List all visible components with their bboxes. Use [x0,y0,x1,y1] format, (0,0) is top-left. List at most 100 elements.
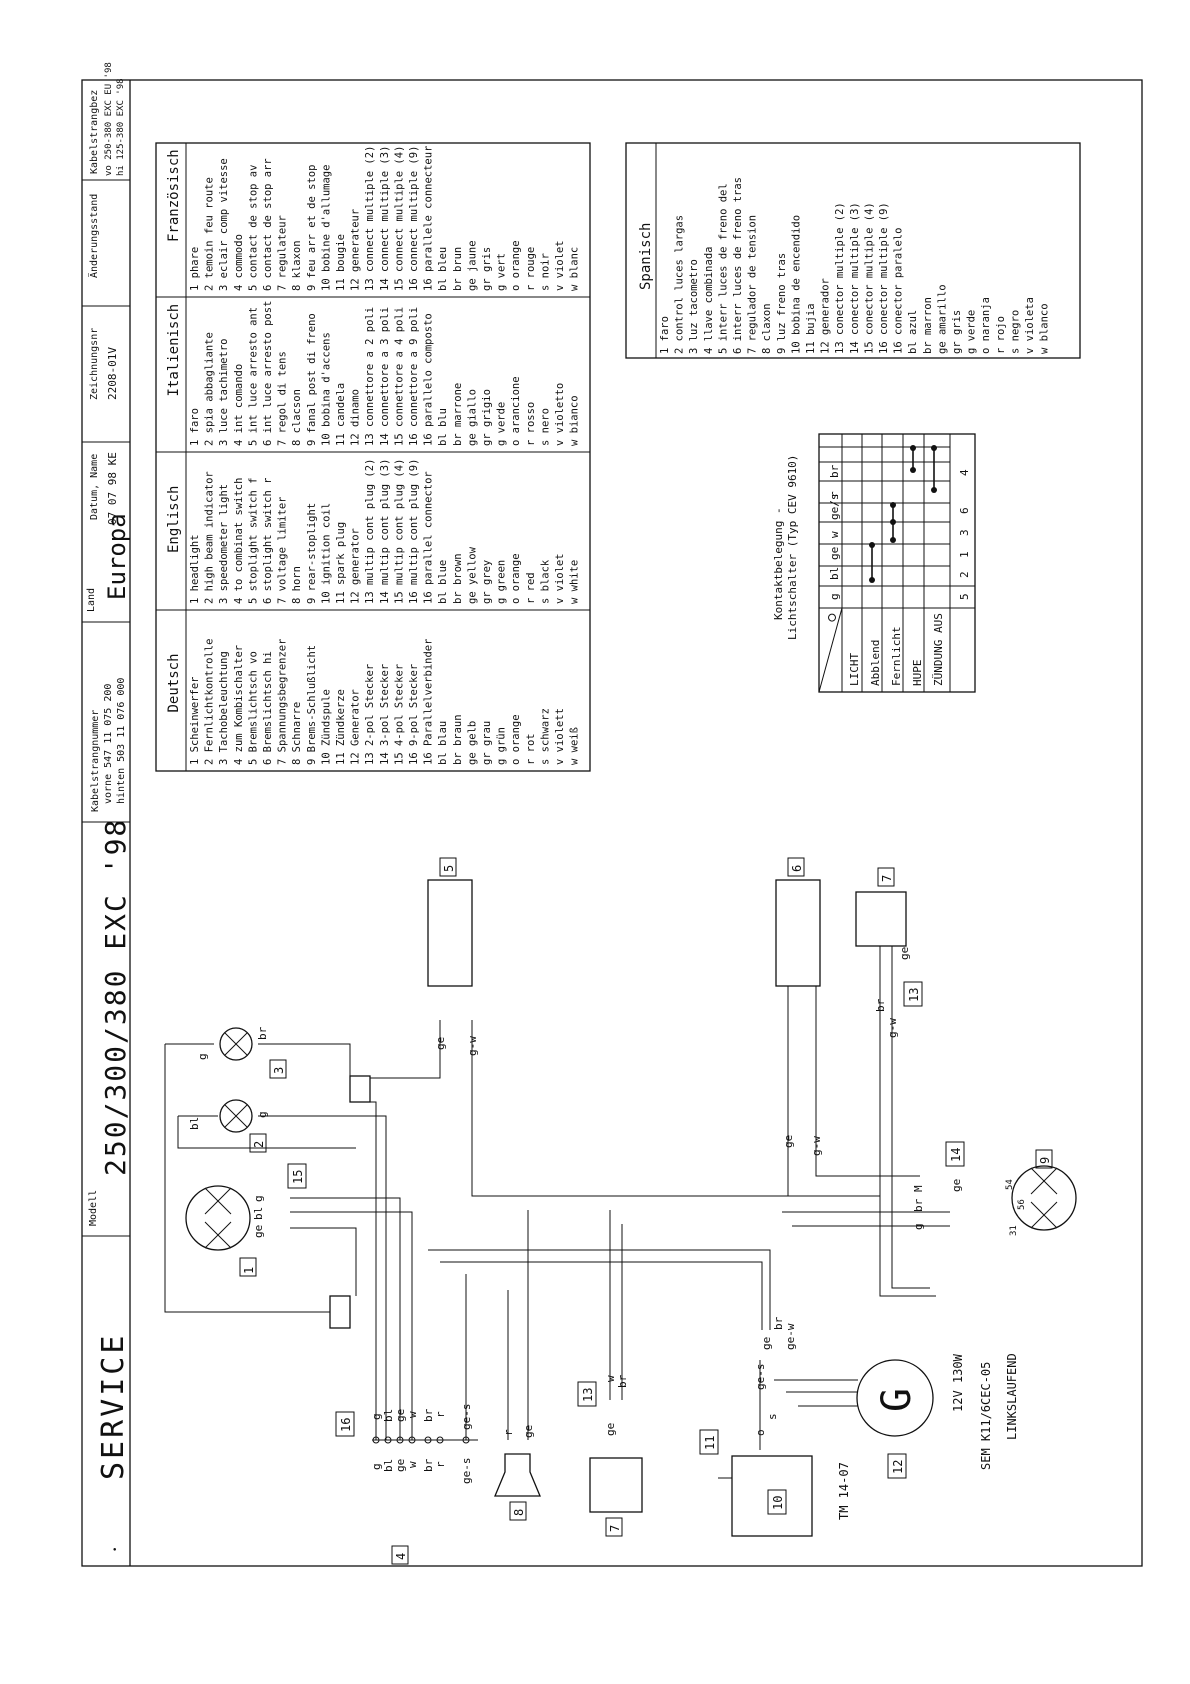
switch-hdr-3: w [828,531,841,538]
wl-c16-w-top: w [406,1411,419,1418]
legend-col-1-item-23: r red [525,572,537,604]
wl-lamp2-g: g [256,1111,269,1118]
wl-sw5-ge: ge [434,1037,447,1050]
harness-to-sw5 [370,1020,441,1079]
legend-col-1-item-10: 11 spark plug [335,522,347,604]
wl-13b-ge: ge [898,947,911,960]
aenderungsstand-label: Änderungsstand [87,194,100,278]
wl-tail-br: br [912,1198,925,1212]
legend-col-1-item-1: 2 high beam indicator [204,471,216,604]
legend-col-1-item-25: v violet [554,553,566,604]
legend-col-3-item-15: 16 connect multiple (9) [408,146,420,291]
legend-col-0-item-15: 16 9-pol Stecker [408,664,420,765]
wl-lamp3-g: g [196,1053,209,1060]
legend-col-3-item-26: w blanc [569,247,581,291]
harness-frame-left [164,1044,330,1313]
spanish-header: Spanisch [638,223,654,290]
wl-c16-g: g [370,1463,383,1470]
modell-value: 250/300/380 EXC '98 [99,818,132,1176]
zeichnungsnr-label: Zeichnungsnr [89,328,100,400]
wl-c16-ges-top: ge-s [460,1404,473,1431]
wl-c16-g-top: g [370,1413,383,1420]
legend-col-1-item-5: 6 stoplight switch r [262,478,274,604]
switch-table-diagonal [818,607,843,693]
wl-13a-br: br [616,1374,629,1388]
spanish-item-2: 3 luz tacometro [688,259,700,354]
legend-col-2-item-2: 3 luce tachimetro [218,339,230,446]
harness-g-line [370,1101,377,1440]
wl-hl-bl: bl [252,1207,265,1220]
c10-box [767,1489,787,1515]
switch-pin-2: 1 [958,551,971,558]
switch-pin-5: 4 [958,469,971,476]
c16-num: 16 [339,1418,353,1432]
legend-col-0-item-2: 3 Tachobeleuchtung [218,651,230,765]
legend-col-0-item-4: 5 Bremslichtsch vo [247,651,259,765]
legend-col-2-header: Italienisch [166,304,182,397]
spanish-item-10: 11 bujia [805,303,817,354]
connector-16-pins [372,1436,478,1444]
switch-hdr-0: g [828,593,841,600]
spanish-item-22: o naranja [980,297,992,354]
wl-c16-ges: ge-s [460,1458,473,1485]
legend-col-0-item-3: 4 zum Kombischalter [233,645,245,765]
headlight-1-x-d [204,1221,232,1249]
contact-dot-2 [869,577,875,583]
c2-num: 2 [252,1141,266,1148]
legend-col-2-item-0: 1 faro [189,408,201,446]
spanish-item-11: 12 generador [820,278,832,354]
headlight-1-x-b [204,1187,232,1215]
contact-dot-7 [910,467,916,473]
c7a-box [877,867,895,887]
lamp-2-x-b [224,1104,248,1128]
legend-col-0-item-25: v violett [554,708,566,765]
c6-num: 6 [790,865,804,872]
contact-dot-6 [910,445,916,451]
contact-dot-1 [869,542,875,548]
spanish-item-14: 15 conector multiple (4) [863,202,875,354]
c14-num: 14 [949,1148,963,1162]
legend-col-0-item-12: 13 2-pol Stecker [364,664,376,765]
legend-col-2-item-4: 5 int luce arresto ant [247,307,259,446]
spanish-item-8: 9 luz freno tras [776,253,788,354]
outer-frame [81,79,1143,1567]
legend-col-0-item-6: 7 Spannungsbegrenzer [277,639,289,765]
legend-col-2-item-1: 2 spia abbagliante [204,332,216,446]
spanish-item-6: 7 regulador de tension [747,215,759,354]
wl-coil-ges: ge-s [754,1364,767,1391]
coil-model: TM 14-07 [837,1462,851,1520]
taillight-x-d [1030,1201,1058,1229]
generator-power: 12V 130W [951,1353,965,1412]
c15-num: 15 [291,1170,305,1184]
c2-box [249,1133,267,1153]
c14-box [945,1141,965,1167]
zeichnungsnr-value: 2208-01V [106,347,119,400]
legend-col-3-item-10: 11 bougie [335,234,347,291]
c16-box [335,1411,355,1437]
legend-col-0-item-10: 11 Zündkerze [335,689,347,765]
legend-col-3-item-12: 13 connect multiple (2) [364,146,376,291]
legend-col-3-item-24: s noir [539,253,551,291]
rear-stoplight [1011,1165,1077,1231]
wl-c16-br: br [422,1458,435,1472]
legend-col-3-item-0: 1 phare [189,247,201,291]
switch-pin-3: 3 [958,529,971,536]
legend-col-1-item-4: 5 stoplight switch f [247,478,259,604]
c16-pin-2 [384,1436,392,1444]
legend-col-3-item-14: 15 connect multiple (4) [393,146,405,291]
wire-labels: g bl ge w br r ge-s g bl ge w br r ge-s … [188,947,963,1484]
c8-box [509,1501,527,1521]
spanish-frame [625,142,1081,359]
legend-col-3-item-18: br brun [452,247,464,291]
harness-to-sw5-b [471,1020,880,1197]
harness-lamp2-feed [177,1116,356,1149]
spanish-item-12: 13 conector multiple (2) [834,202,846,354]
legend-col-3-item-17: bl bleu [437,247,449,291]
switch-row-4: ZÜNDUNG AUS [932,613,945,686]
spanish-item-23: r rojo [995,316,1007,354]
voltage-limiter-bottom [589,1457,643,1513]
c13a-num: 13 [581,1388,595,1402]
land-value: Europa [103,513,131,600]
wl-c16-br-top: br [422,1408,435,1422]
pin-54: 54 [1005,1179,1015,1190]
